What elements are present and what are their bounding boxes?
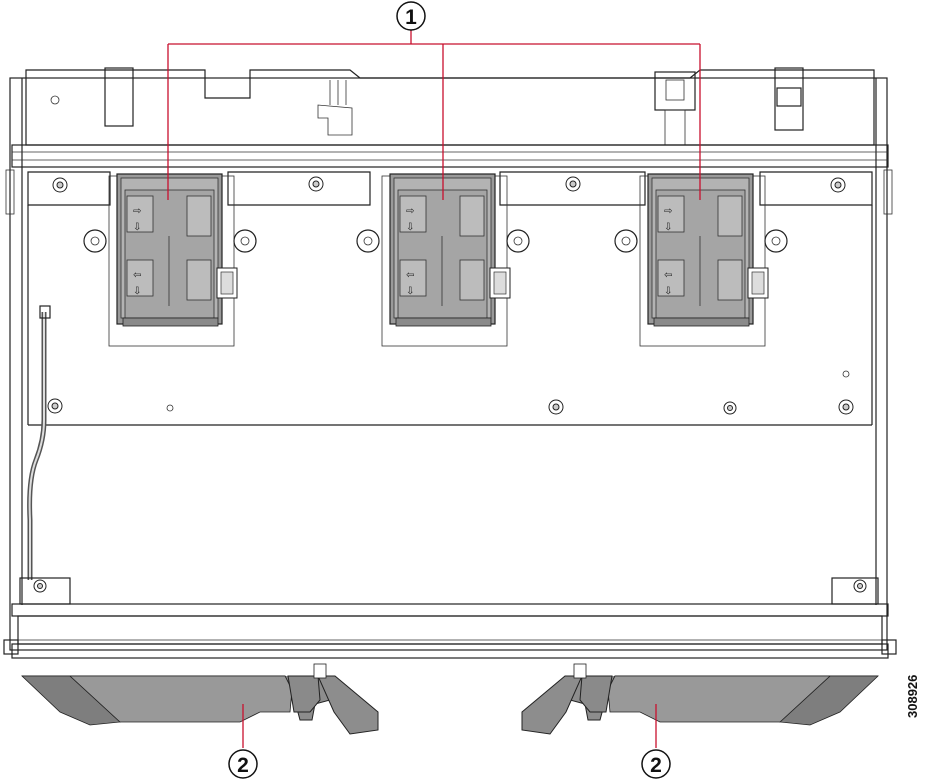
callout-1-label: 1 [405, 6, 417, 29]
screw-icon [838, 399, 854, 415]
screw-icon [723, 401, 737, 415]
ejector-handle-icon [20, 663, 379, 735]
screw-icon [308, 176, 324, 192]
drive-cage-icon [614, 173, 788, 347]
cable [27, 305, 51, 580]
screw-icon [52, 177, 68, 193]
callout-2-right: 2 [641, 749, 671, 779]
screws [33, 176, 867, 593]
screw-icon [548, 399, 564, 415]
chassis-frame [5, 67, 893, 651]
screw-icon [565, 176, 581, 192]
callout-2-left: 2 [228, 749, 258, 779]
screw-icon [33, 579, 47, 593]
callout-1: 1 [396, 1, 426, 31]
callout-2-label: 2 [237, 754, 249, 777]
mid-plate [27, 171, 873, 426]
callout-2-label: 2 [650, 754, 662, 777]
figure-number: 308926 [905, 675, 920, 718]
screw-icon [47, 398, 63, 414]
front-bezel [3, 577, 897, 659]
callout-lines [167, 30, 701, 748]
screw-icon [853, 579, 867, 593]
ejector-handle-icon [521, 663, 880, 735]
screw-icon [830, 177, 846, 193]
